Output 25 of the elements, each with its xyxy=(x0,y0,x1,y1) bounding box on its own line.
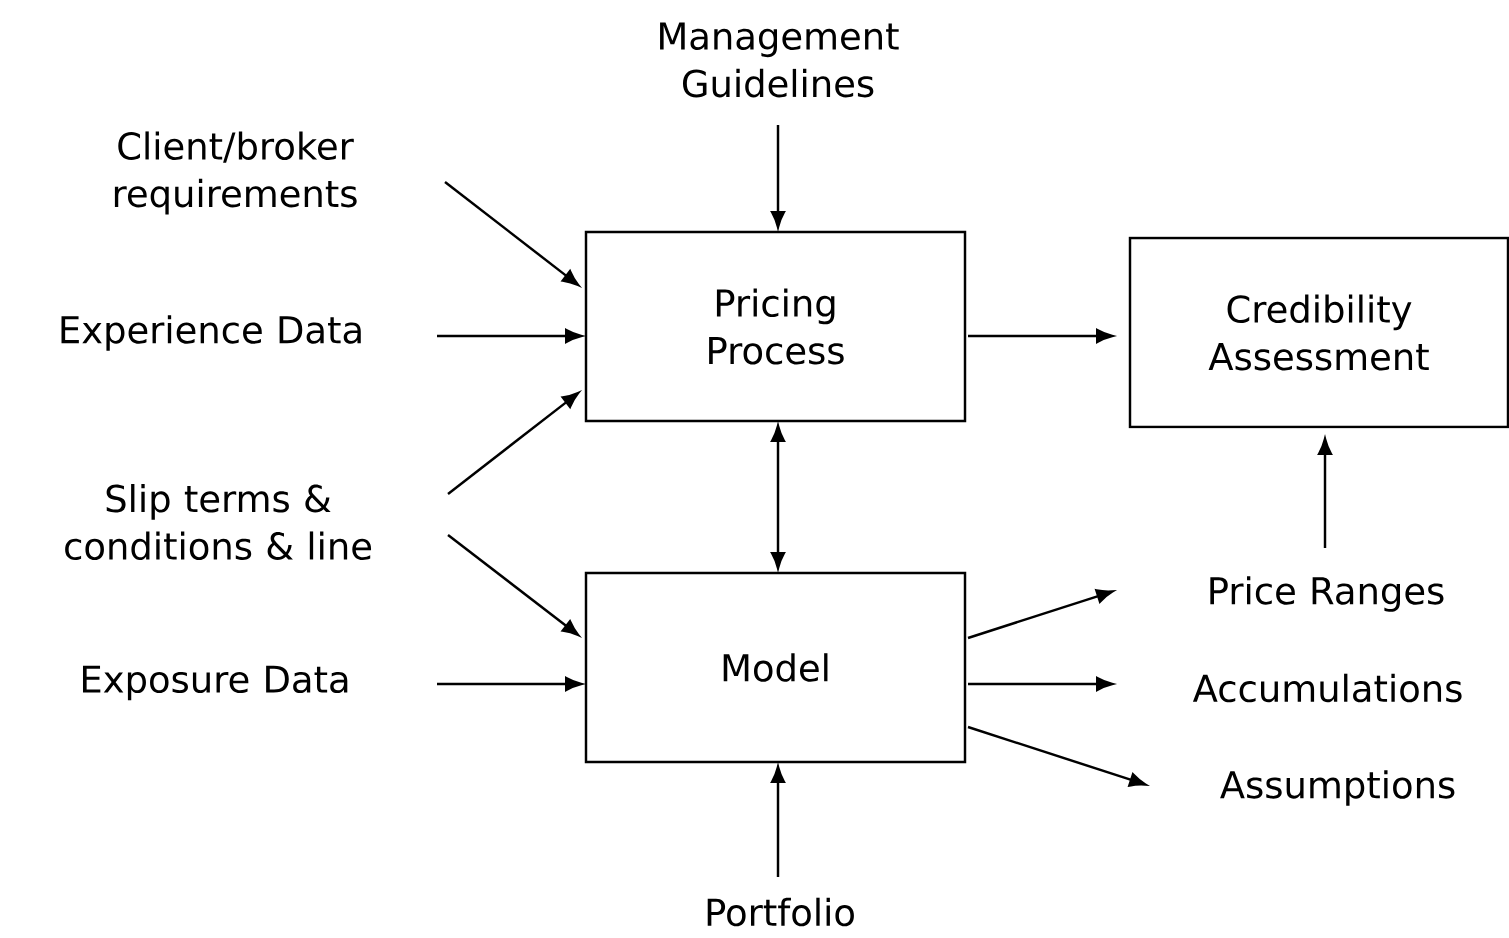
input-label: Accumulations xyxy=(1192,673,1462,703)
arrow xyxy=(437,676,583,692)
arrow xyxy=(968,676,1114,692)
input-label: Management Guidelines xyxy=(660,22,899,98)
input-label: Slip terms & conditions & line xyxy=(65,484,371,560)
arrow xyxy=(968,328,1114,344)
input-label: Experience Data xyxy=(61,315,361,351)
arrow xyxy=(770,125,786,229)
process-box: Credibility Assessment xyxy=(1128,236,1509,429)
arrow xyxy=(447,534,580,637)
arrow xyxy=(437,328,583,344)
process-box: Pricing Process xyxy=(584,230,967,423)
arrow xyxy=(770,424,786,570)
input-label: Assumptions xyxy=(1220,770,1455,806)
arrow xyxy=(770,765,786,877)
input-label: Exposure Data xyxy=(83,665,348,701)
input-label: Price Ranges xyxy=(1210,576,1444,612)
input-label: Client/broker requirements xyxy=(114,131,357,215)
arrow xyxy=(1317,437,1333,548)
arrow xyxy=(447,391,580,495)
arrow xyxy=(967,589,1114,640)
arrow xyxy=(967,725,1147,787)
process-box: Model xyxy=(584,571,967,764)
arrow xyxy=(444,181,580,287)
input-label: Portfolio xyxy=(707,897,854,927)
